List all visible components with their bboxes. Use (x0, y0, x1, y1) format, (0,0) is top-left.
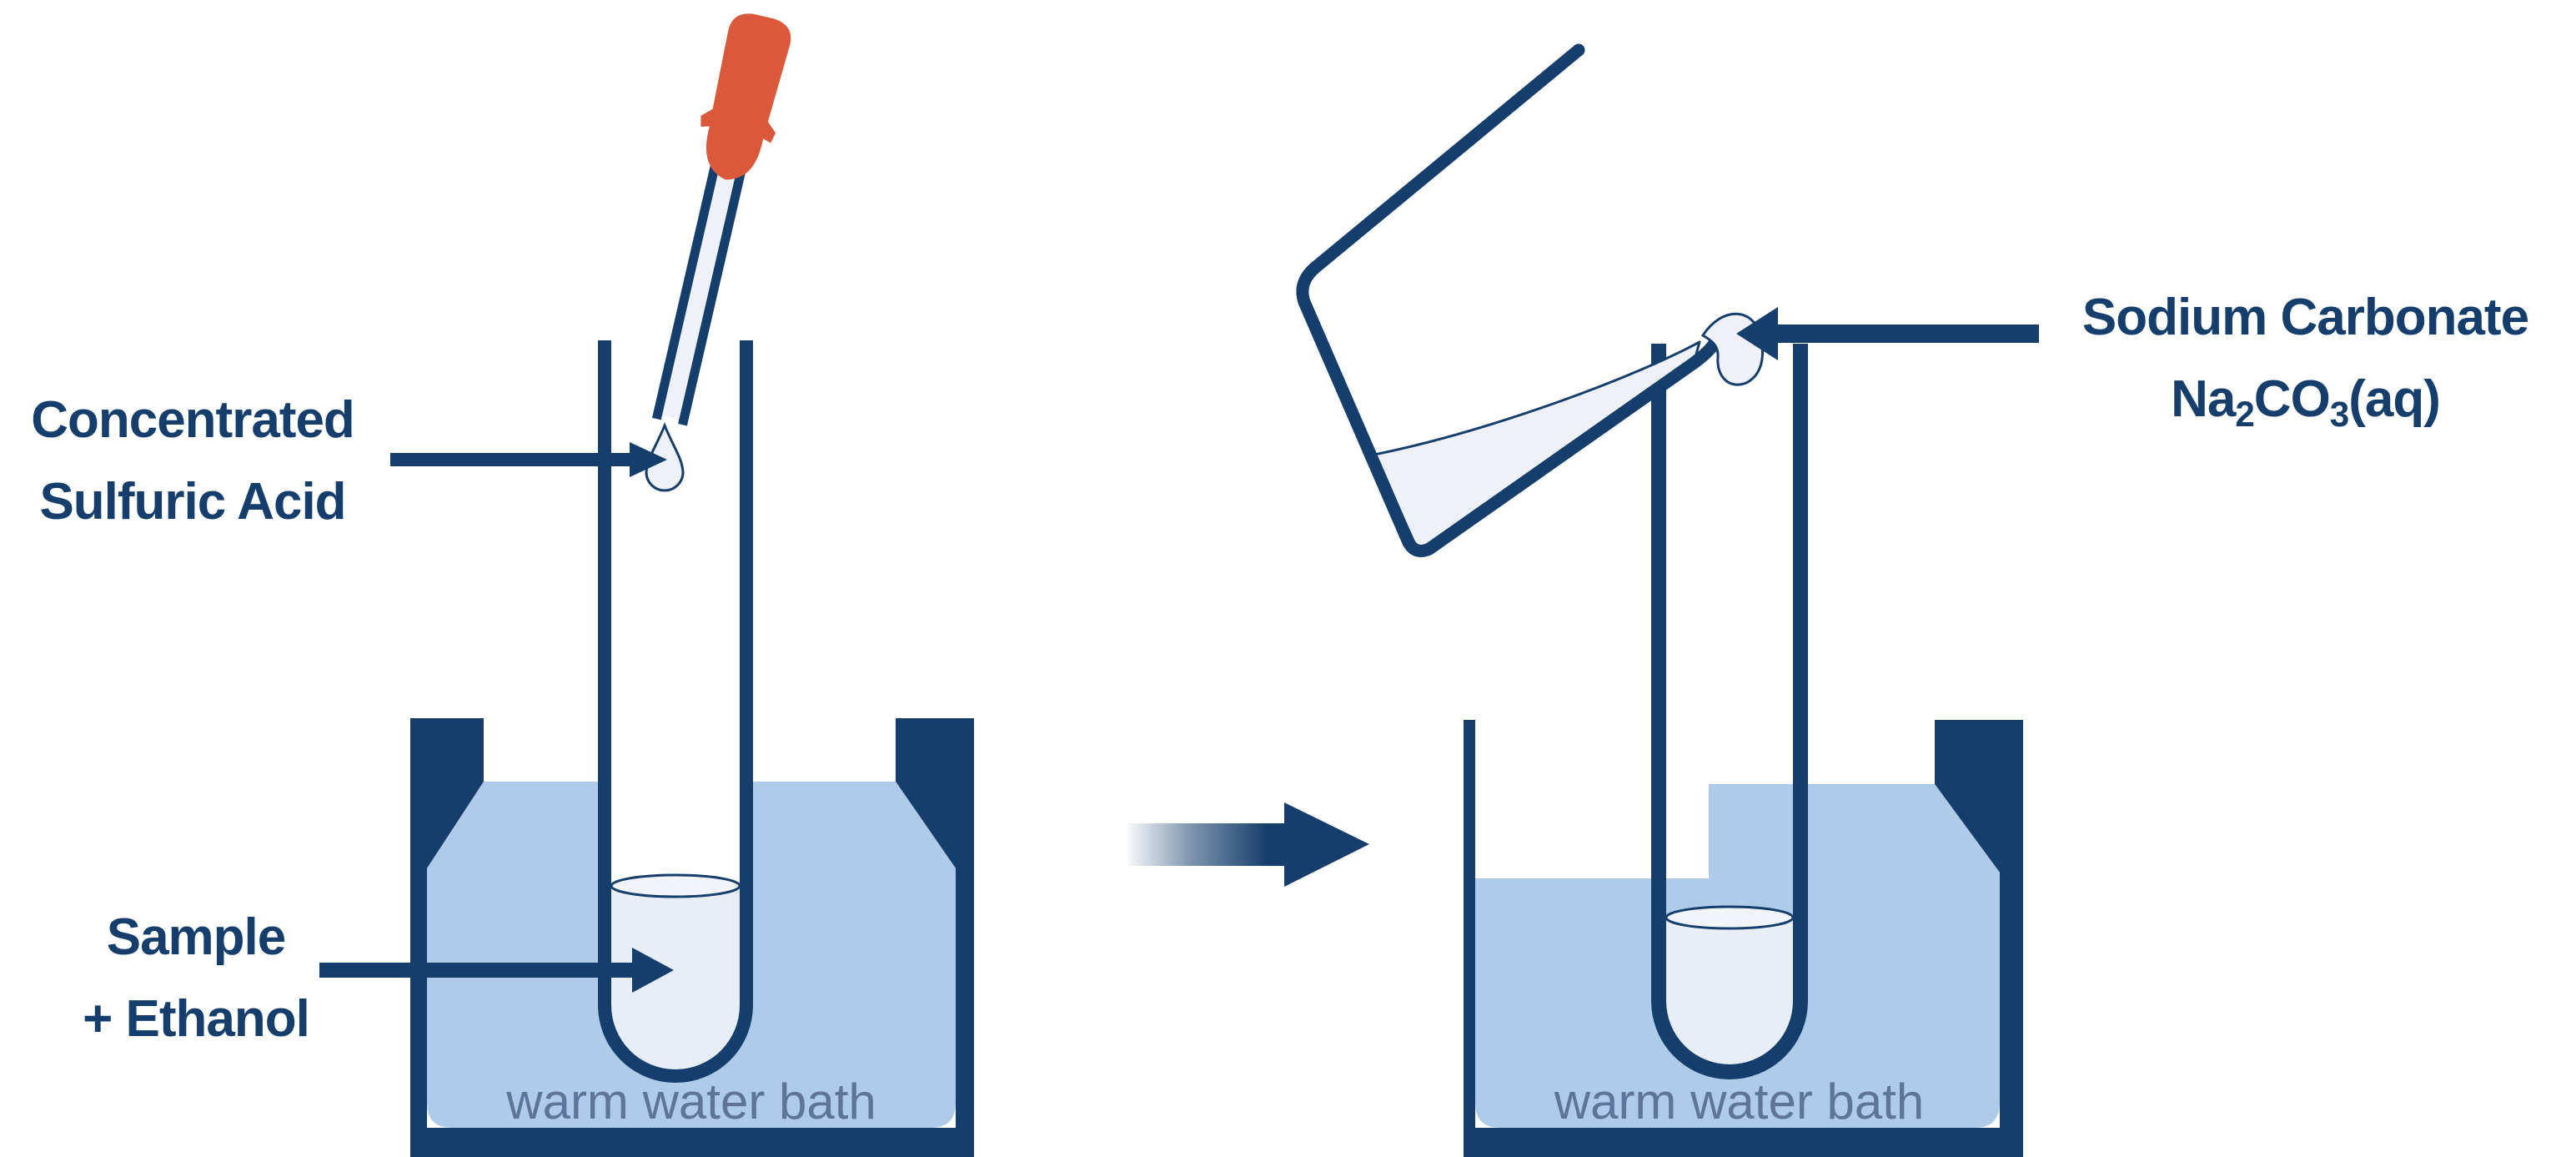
beaker-outline (1296, 43, 1723, 557)
liquid-surface (1665, 905, 1795, 930)
sodium-carbonate-label: Sodium Carbonate Na2CO3(aq) (2036, 277, 2574, 455)
bath-bottom (1464, 1128, 2023, 1157)
bath-bottom (410, 1128, 974, 1157)
tube-contents-liquid (611, 886, 740, 1069)
label-line-1: Sodium Carbonate (2081, 289, 2529, 346)
bath-right-wall (896, 718, 974, 1157)
bath-right-wall (1935, 720, 2023, 1157)
process-arrow (1127, 802, 1369, 887)
test-tube-right (1651, 344, 1808, 1079)
tube-contents-liquid (1666, 918, 1793, 1064)
beaker (1296, 43, 1764, 557)
tube-glass (1651, 344, 1808, 1079)
test-tube-left (598, 340, 753, 1083)
dropper-stem-right-edge (678, 171, 746, 426)
dropper (651, 13, 791, 426)
dropper-bulb (700, 13, 791, 180)
label-line-1: Sample (106, 908, 287, 966)
concentrated-sulfuric-acid-label: Concentrated Sulfuric Acid (0, 380, 385, 543)
label-formula: Na2CO3(aq) (2171, 370, 2441, 434)
bath-left-wall (410, 718, 484, 1157)
dropper-stem-liquid (661, 172, 736, 420)
warm-water-bath-caption-left: warm water bath (506, 1074, 876, 1129)
label-line-2: Sulfuric Acid (39, 473, 346, 531)
bath-left-wall (1464, 720, 1475, 1157)
beaker-liquid (1373, 340, 1701, 549)
arrow-sample-ethanol (319, 948, 674, 993)
sample-ethanol-label: Sample + Ethanol (0, 897, 392, 1060)
arrow-sulfuric-acid (390, 442, 667, 477)
label-line-2: + Ethanol (83, 990, 310, 1048)
arrow-sodium-carbonate (1736, 307, 2039, 360)
label-line-1: Concentrated (31, 391, 355, 449)
tube-interior (611, 340, 740, 891)
liquid-surface (610, 873, 741, 898)
warm-water-bath-caption-right: warm water bath (1554, 1074, 1925, 1129)
dropper-stem-left-edge (651, 165, 720, 420)
tube-glass (598, 340, 753, 1083)
